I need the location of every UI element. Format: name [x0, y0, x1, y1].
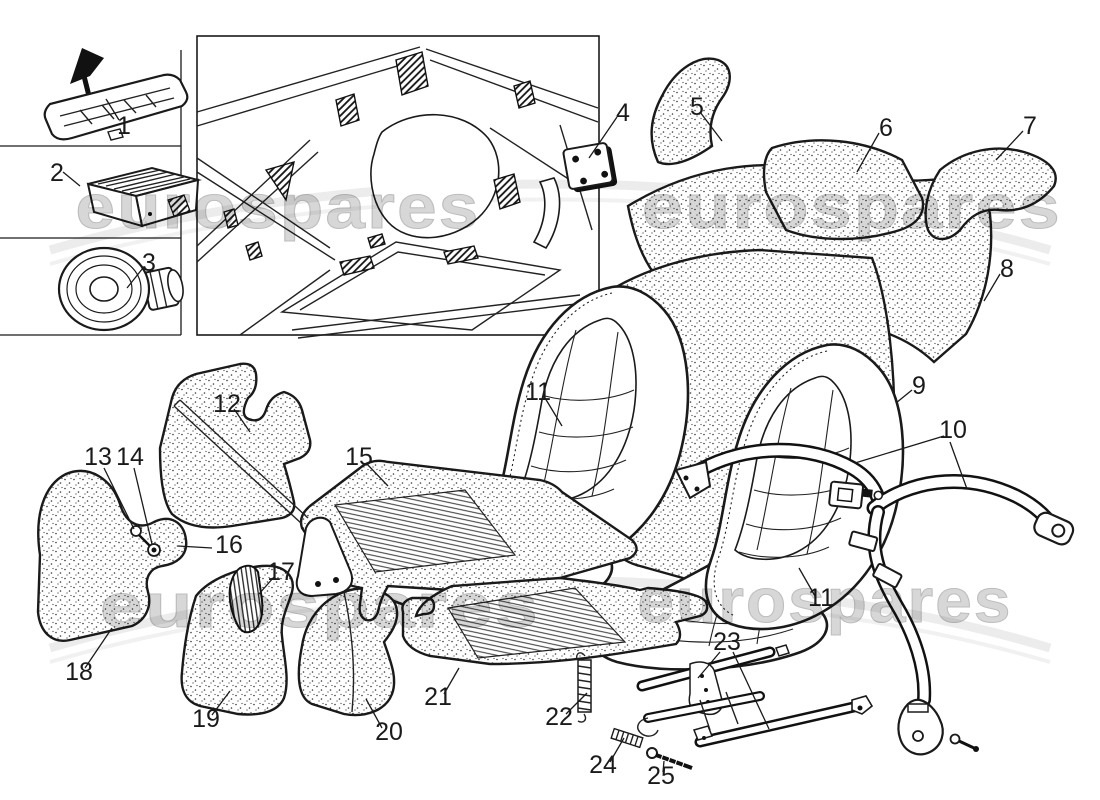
carpet-6 [762, 139, 925, 241]
callout-8: 8 [1000, 255, 1014, 283]
part-seat-rails-23 [636, 644, 874, 748]
callout-18: 18 [65, 658, 93, 686]
part-spring-22 [575, 652, 592, 723]
leader-lines [62, 98, 1024, 773]
carpet-21 [401, 576, 709, 666]
watermark: eurospares eurospares eurospares eurospa… [75, 173, 1062, 642]
part-screw-13 [130, 525, 152, 548]
callouts: 1 2 3 4 5 6 7 8 9 10 11 12 13 14 15 16 1… [50, 93, 1037, 790]
callout-11: 11 [525, 378, 551, 406]
part-fresh-air-vent [86, 166, 202, 228]
callout-12: 12 [213, 390, 241, 418]
callout-4: 4 [616, 99, 630, 127]
callout-7: 7 [1023, 112, 1037, 140]
callout-1: 1 [117, 112, 131, 140]
part-belt-rod [173, 399, 309, 525]
callout-24: 24 [589, 751, 617, 779]
callout-3: 3 [142, 249, 156, 277]
part-seatbelt-10 [674, 442, 1075, 756]
part-mounting-plate-4 [562, 142, 618, 193]
part-washer-14 [147, 543, 161, 557]
watermark-top-left: eurospares [76, 173, 481, 242]
carpet-18 [36, 469, 188, 642]
callout-16: 16 [215, 531, 243, 559]
callout-9: 9 [912, 372, 926, 400]
callout-6: 6 [879, 114, 893, 142]
callout-25: 25 [647, 762, 675, 790]
callout-2: 2 [50, 159, 64, 187]
callout-22: 22 [545, 703, 573, 731]
carpet-7 [924, 147, 1057, 241]
watermark-mid-right: eurospares [638, 567, 1013, 636]
callout-23: 23 [713, 628, 741, 656]
part-rear-view-mirror [43, 48, 189, 141]
callout-19: 19 [192, 705, 220, 733]
part-spring-24 [610, 727, 644, 749]
callout-15: 15 [345, 443, 373, 471]
callout-14: 14 [116, 443, 144, 471]
part-trim-17 [228, 564, 264, 634]
watermark-top-right: eurospares [642, 173, 1062, 242]
callout-20: 20 [375, 718, 403, 746]
watermark-mid-left: eurospares [100, 572, 540, 641]
carpet-19 [180, 564, 294, 716]
callout-17: 17 [267, 558, 295, 586]
callout-21: 21 [424, 683, 452, 711]
carpet-12 [158, 362, 312, 529]
callout-13: 13 [84, 443, 112, 471]
part-bracket-16 [295, 516, 354, 598]
callout-5: 5 [690, 93, 704, 121]
part-speaker [57, 246, 184, 332]
cabin-interior-sketch [196, 46, 599, 339]
callout-11b: 11 [808, 584, 834, 612]
carpet-5 [650, 57, 731, 166]
carpet-15 [299, 459, 638, 622]
callout-10: 10 [939, 416, 967, 444]
part-bolt-25 [646, 747, 693, 770]
